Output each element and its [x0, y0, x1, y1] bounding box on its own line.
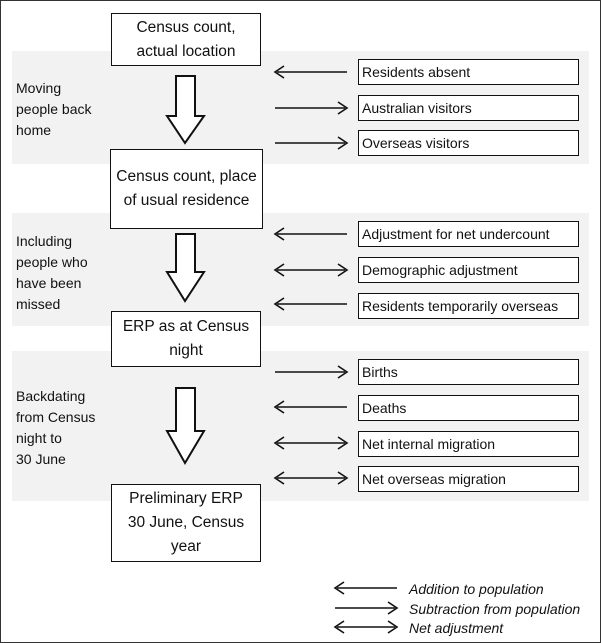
legend-subtraction: Subtraction from population [409, 601, 581, 617]
arrow-right-icon [275, 101, 349, 115]
arrow-both-icon [273, 436, 349, 450]
stage-label-2: Including people who have been missed [16, 233, 88, 312]
legend-net-adjustment: Net adjustment [409, 620, 504, 636]
arrow-both-icon [273, 263, 349, 277]
arrow-left-icon [273, 400, 347, 414]
item-residents-temporarily-overseas: Residents temporarily overseas [358, 293, 579, 319]
item-demographic-adjustment: Demographic adjustment [358, 257, 579, 283]
arrow-left-icon [273, 65, 347, 79]
arrow-left-icon [273, 297, 347, 311]
arrow-both-icon [273, 471, 349, 485]
box-erp-census-night: ERP as at Census night [111, 311, 261, 367]
item-net-overseas-migration: Net overseas migration [358, 466, 579, 492]
legend-arrow-right-icon [335, 601, 399, 615]
stage-label-1: Moving people back home [16, 80, 92, 138]
arrow-right-icon [275, 136, 349, 150]
legend-arrow-left-icon [333, 581, 397, 595]
item-deaths: Deaths [358, 395, 579, 421]
flow-down-arrow-2 [165, 233, 206, 303]
stage-label-3: Backdating from Census night to 30 June [16, 388, 96, 467]
item-net-internal-migration: Net internal migration [358, 431, 579, 457]
arrow-right-icon [275, 365, 349, 379]
flow-down-arrow-1 [165, 75, 206, 145]
box-preliminary-erp: Preliminary ERP 30 June, Census year [111, 484, 261, 562]
item-residents-absent: Residents absent [358, 59, 579, 85]
legend-arrow-both-icon [333, 620, 399, 634]
box-census-actual-location: Census count, actual location [111, 13, 261, 66]
arrow-left-icon [273, 227, 347, 241]
item-births: Births [358, 359, 579, 385]
box-census-usual-residence: Census count, place of usual residence [110, 149, 263, 229]
item-overseas-visitors: Overseas visitors [358, 130, 579, 156]
flow-down-arrow-3 [165, 387, 206, 465]
item-adjustment-net-undercount: Adjustment for net undercount [358, 221, 579, 247]
item-australian-visitors: Australian visitors [358, 95, 579, 121]
legend-addition: Addition to population [409, 581, 544, 597]
